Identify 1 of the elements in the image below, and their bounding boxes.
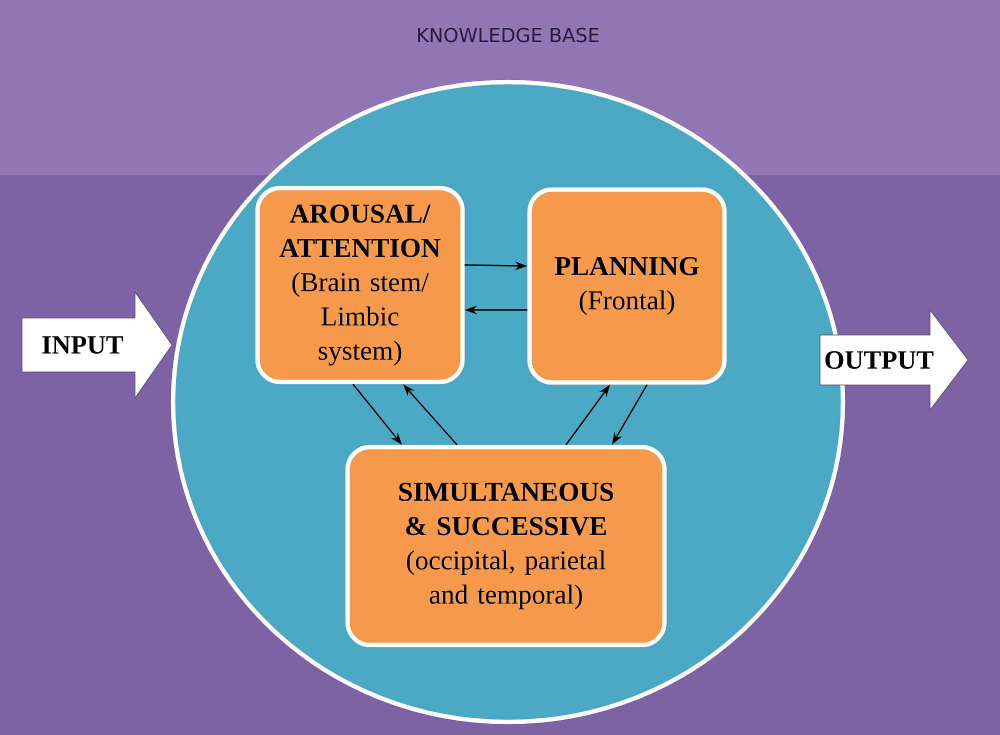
circle-heading: KNOWLEDGE BASE: [418, 28, 599, 42]
